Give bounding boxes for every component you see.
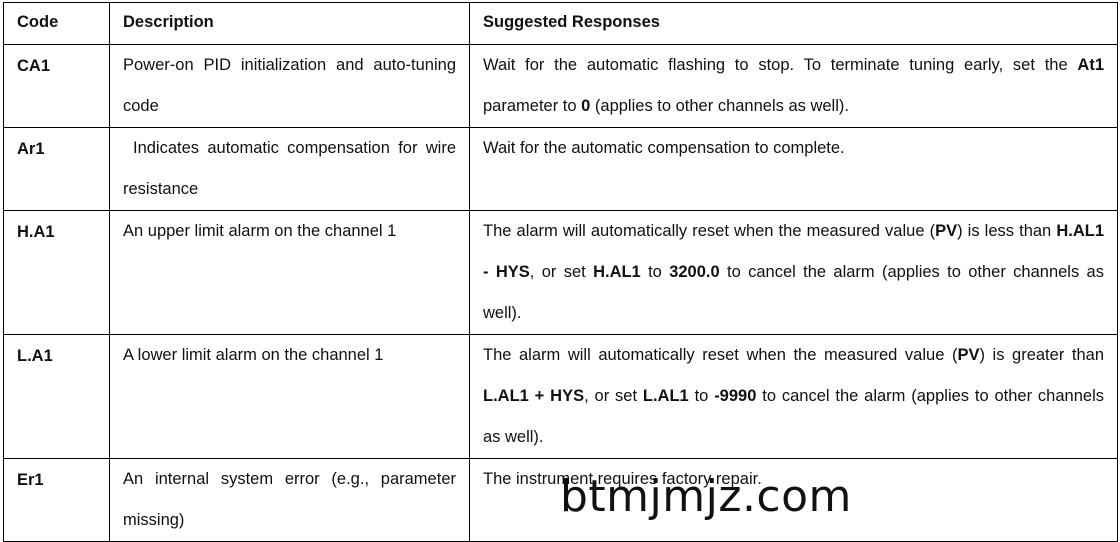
header-code: Code (3, 2, 110, 45)
row-code: L.A1 (3, 334, 110, 459)
table-row: Er1 An internal system error (e.g., para… (3, 458, 1118, 542)
table-row: H.A1 An upper limit alarm on the channel… (3, 210, 1118, 335)
watermark-text: btmjmjz.com (560, 471, 852, 522)
response-emphasis: H.AL1 (593, 263, 641, 281)
error-code-table: Code Description Suggested Responses CA1… (3, 2, 1118, 542)
row-description: A lower limit alarm on the channel 1 (109, 334, 470, 459)
table-header-row: Code Description Suggested Responses (3, 2, 1118, 45)
table-row: CA1 Power-on PID initialization and auto… (3, 44, 1118, 128)
header-responses: Suggested Responses (469, 2, 1118, 45)
response-emphasis: At1 (1077, 56, 1104, 74)
row-description: An upper limit alarm on the channel 1 (109, 210, 470, 335)
row-response: Wait for the automatic flashing to stop.… (469, 44, 1118, 128)
row-response: The alarm will automatically reset when … (469, 210, 1118, 335)
table-row: Ar1 Indicates automatic compensation for… (3, 127, 1118, 211)
row-description: Indicates automatic compensation for wir… (109, 127, 470, 211)
response-emphasis: L.AL1 + HYS (483, 387, 585, 405)
row-code: Ar1 (3, 127, 110, 211)
row-code: Er1 (3, 458, 110, 542)
table-row: L.A1 A lower limit alarm on the channel … (3, 334, 1118, 459)
header-description: Description (109, 2, 470, 45)
row-response: The instrument requires factory repair. (469, 458, 1118, 542)
response-emphasis: PV (935, 222, 958, 240)
row-description: An internal system error (e.g., paramete… (109, 458, 470, 542)
row-response: Wait for the automatic compensation to c… (469, 127, 1118, 211)
response-emphasis: -9990 (714, 387, 757, 405)
response-emphasis: L.AL1 (642, 387, 689, 405)
response-emphasis: PV (957, 346, 980, 364)
row-response: The alarm will automatically reset when … (469, 334, 1118, 459)
response-emphasis: 0 (581, 97, 591, 115)
response-emphasis: 3200.0 (669, 263, 720, 281)
row-code: CA1 (3, 44, 110, 128)
row-code: H.A1 (3, 210, 110, 335)
response-emphasis: H.AL1 - HYS (483, 222, 1104, 281)
row-description: Power-on PID initialization and auto-tun… (109, 44, 470, 128)
